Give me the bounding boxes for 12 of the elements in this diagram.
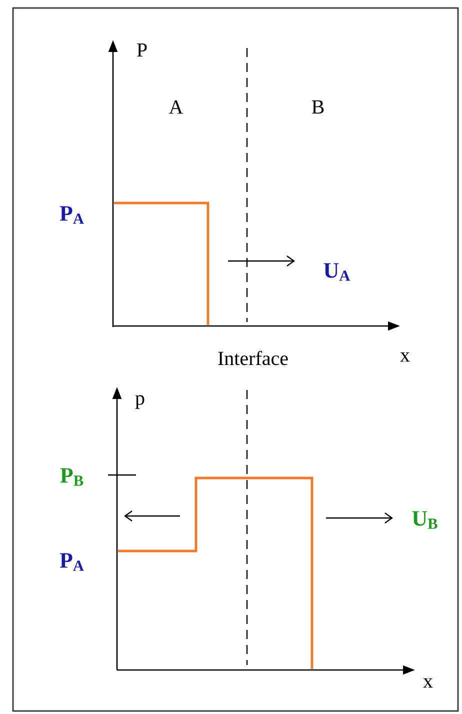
axis-label: x <box>423 678 433 688</box>
value-label: P$_{A}$ <box>60 206 84 224</box>
axis-label: p <box>135 395 144 409</box>
velocity-label: U$_{B}$ <box>412 511 438 529</box>
region-label: A <box>168 100 184 114</box>
region-label: B <box>312 100 324 114</box>
value-label: P$_{A}$ <box>60 553 84 571</box>
value-label: P$_{B}$ <box>60 468 84 486</box>
axis-label: P <box>137 43 147 57</box>
interface-label: Interface <box>218 350 288 366</box>
velocity-label: U$_{A}$ <box>324 263 350 281</box>
axis-label: x <box>400 352 410 362</box>
